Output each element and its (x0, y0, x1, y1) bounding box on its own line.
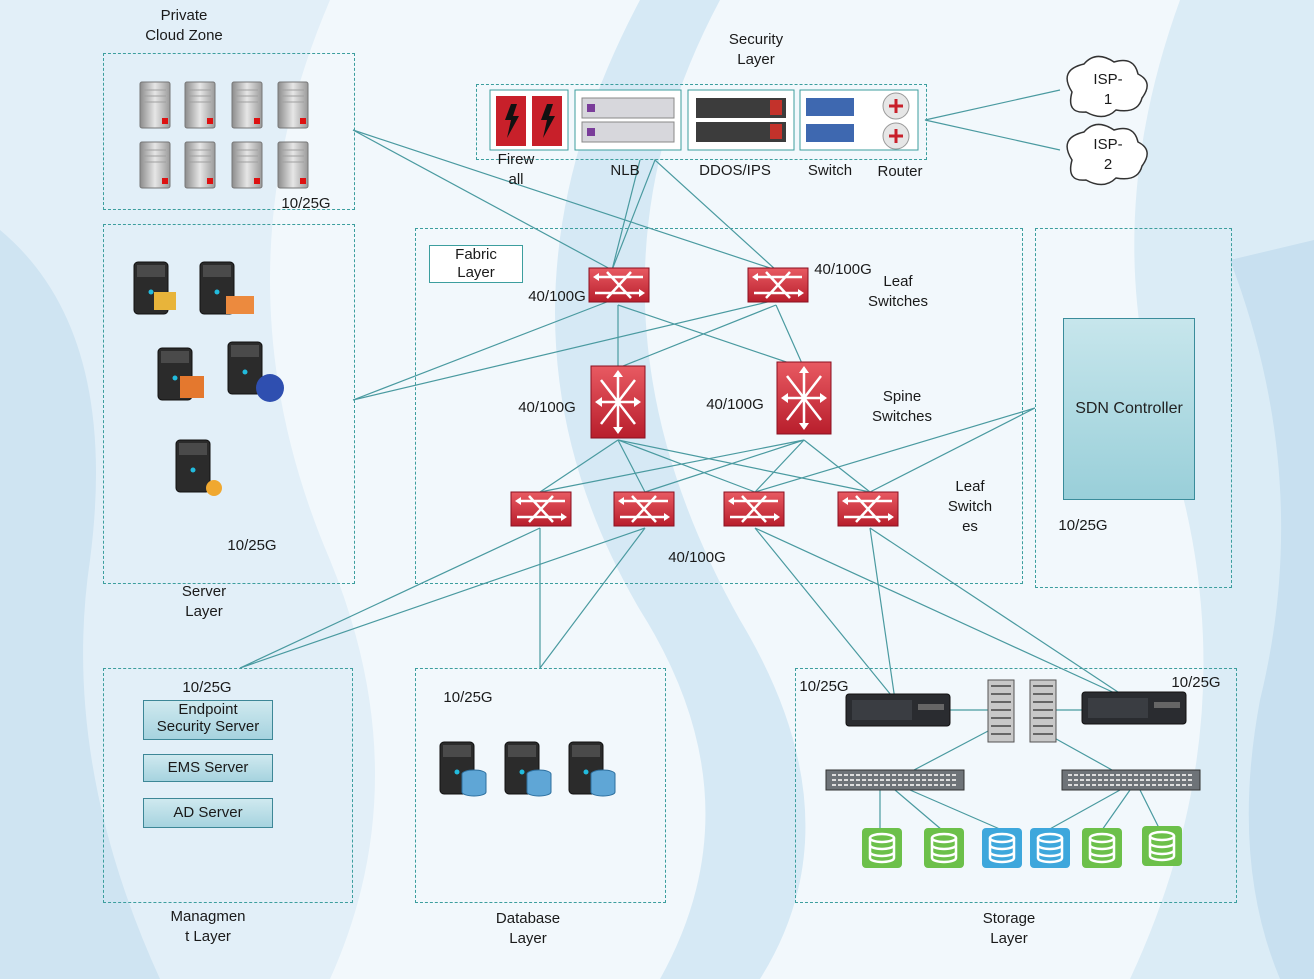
storage-devices (825, 679, 1201, 870)
security-devices (489, 89, 919, 151)
isp-2-label: ISP- 2 (1093, 136, 1123, 173)
leaf-switches-bottom (509, 490, 900, 528)
management-layer-zone (103, 668, 353, 903)
speed-label-leaf-right: 40/100G (814, 261, 872, 278)
switch-label: Switch (807, 162, 853, 179)
server-layer-label: Server Layer (181, 583, 227, 620)
fabric-layer-zone (415, 228, 1023, 584)
speed-label-sdn: 10/25G (1058, 517, 1108, 534)
leaf-switches-top (587, 266, 810, 304)
speed-label-leaf-left: 40/100G (528, 288, 586, 305)
speed-label-management: 10/25G (182, 679, 232, 696)
storage-layer-label: Storage Layer (982, 910, 1036, 947)
server-layer-servers (133, 261, 284, 496)
sdn-zone (1035, 228, 1232, 588)
leaf-switches-top-label: Leaf Switches (867, 273, 929, 310)
ddos-ips-label: DDOS/IPS (699, 162, 771, 179)
ad-server: AD Server (143, 798, 273, 828)
speed-label-server: 10/25G (227, 537, 277, 554)
router-label: Router (877, 163, 923, 180)
speed-label-database: 10/25G (443, 689, 493, 706)
speed-label-storage-left: 10/25G (799, 678, 849, 695)
sdn-controller-box: SDN Controller (1063, 318, 1195, 500)
server-layer-zone (103, 224, 355, 584)
spine-switches-label: Spine Switches (871, 388, 933, 425)
link-lines (239, 89, 1161, 831)
endpoint-security-server: Endpoint Security Server (143, 700, 273, 740)
database-layer-label: Database Layer (495, 910, 561, 947)
firewall-label: Firew all (497, 151, 535, 188)
security-layer-label: Security Layer (728, 31, 784, 68)
speed-label-spine-left: 40/100G (518, 399, 576, 416)
private-cloud-servers (139, 81, 309, 189)
security-layer-zone (476, 84, 927, 160)
fabric-layer-label: Fabric Layer (429, 245, 523, 283)
storage-layer-zone (795, 668, 1237, 903)
isp-1-label: ISP- 1 (1093, 71, 1123, 108)
private-cloud-zone-label: Private Cloud Zone (145, 7, 223, 44)
speed-label-spine-right: 40/100G (706, 396, 764, 413)
private-cloud-zone (103, 53, 355, 210)
speed-label-private-cloud: 10/25G (281, 195, 331, 212)
isp-clouds (1066, 55, 1148, 186)
ems-server: EMS Server (143, 754, 273, 782)
speed-label-storage-right: 10/25G (1171, 674, 1221, 691)
nlb-label: NLB (610, 162, 640, 179)
management-layer-label: Managmen t Layer (170, 908, 246, 945)
database-layer-zone (415, 668, 666, 903)
sdn-controller-label: SDN Controller (1075, 400, 1183, 417)
leaf-switches-bottom-label: Leaf Switch es (947, 478, 993, 535)
speed-label-leaf-bottom: 40/100G (668, 549, 726, 566)
database-servers (439, 741, 616, 797)
